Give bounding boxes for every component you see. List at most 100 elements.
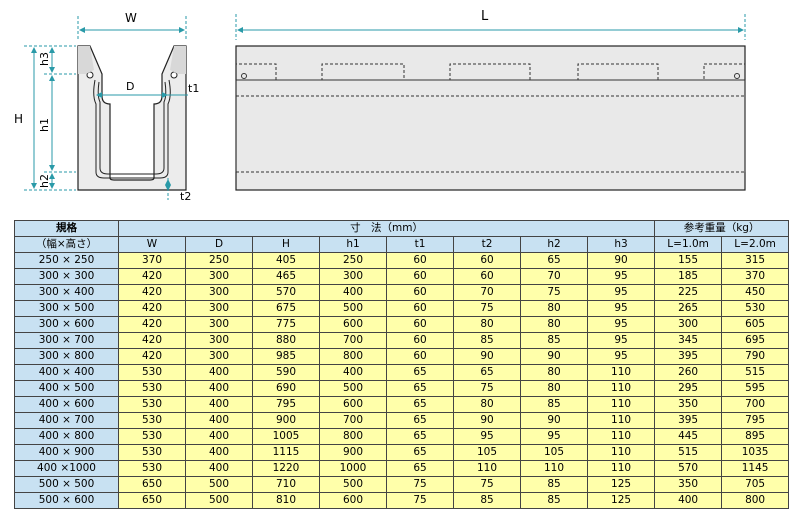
dimension-cell: 75 (453, 300, 521, 317)
dimension-cell: 80 (453, 316, 521, 333)
weight-cell: 350 (654, 476, 723, 493)
dimension-cell: 810 (252, 492, 320, 509)
weight-cell: 295 (654, 380, 723, 397)
column-header: W (118, 236, 186, 253)
dimension-cell: 85 (520, 332, 588, 349)
dimension-cell: 110 (586, 364, 656, 381)
dimension-cell: 75 (453, 476, 521, 493)
label-D: D (126, 80, 134, 93)
dimension-cell: 110 (586, 396, 656, 413)
weight-cell: 605 (721, 316, 790, 333)
spec-cell: 300 × 500 (14, 300, 119, 317)
dimension-cell: 370 (118, 252, 186, 269)
dimension-cell: 80 (520, 364, 588, 381)
weight-cell: 450 (721, 284, 790, 301)
spec-cell: 400 × 500 (14, 380, 119, 397)
dimension-cell: 85 (453, 492, 521, 509)
dimension-cell: 95 (586, 332, 656, 349)
label-t2: t2 (180, 190, 191, 203)
dimension-cell: 1000 (319, 460, 387, 477)
dimension-cell: 530 (118, 396, 186, 413)
dimension-cell: 570 (252, 284, 320, 301)
dimension-cell: 70 (520, 268, 588, 285)
dimension-cell: 710 (252, 476, 320, 493)
spec-cell: 400 × 900 (14, 444, 119, 461)
weight-cell: 530 (721, 300, 790, 317)
dimension-cell: 650 (118, 492, 186, 509)
dimension-cell: 900 (319, 444, 387, 461)
spec-header-sub: （幅×高さ） (14, 236, 119, 253)
dimension-cell: 985 (252, 348, 320, 365)
spec-cell: 500 × 500 (14, 476, 119, 493)
dimension-cell: 400 (185, 396, 253, 413)
weight-cell: 315 (721, 252, 790, 269)
weight-cell: 700 (721, 396, 790, 413)
dimension-cell: 880 (252, 332, 320, 349)
dimension-cell: 400 (319, 284, 387, 301)
dimension-cell: 420 (118, 332, 186, 349)
dimension-cell: 95 (586, 268, 656, 285)
spec-cell: 400 × 400 (14, 364, 119, 381)
dimension-cell: 300 (185, 268, 253, 285)
dimension-cell: 125 (586, 476, 656, 493)
dimension-cell: 530 (118, 460, 186, 477)
dimension-cell: 700 (319, 412, 387, 429)
dimension-cell: 90 (520, 412, 588, 429)
dimension-cell: 420 (118, 348, 186, 365)
weight-cell: 800 (721, 492, 790, 509)
dimension-cell: 300 (185, 332, 253, 349)
dimension-cell: 465 (252, 268, 320, 285)
column-header: t2 (453, 236, 521, 253)
weight-cell: 695 (721, 332, 790, 349)
dimension-cell: 60 (386, 348, 454, 365)
dimension-cell: 250 (319, 252, 387, 269)
label-W: W (125, 11, 137, 25)
dimension-cell: 80 (520, 380, 588, 397)
dimension-cell: 95 (453, 428, 521, 445)
dimension-cell: 500 (185, 492, 253, 509)
dimension-cell: 600 (319, 316, 387, 333)
weight-cell: 185 (654, 268, 723, 285)
column-header: t1 (386, 236, 454, 253)
dimension-cell: 85 (520, 476, 588, 493)
dimension-cell: 775 (252, 316, 320, 333)
dimension-cell: 95 (586, 348, 656, 365)
weight-cell: 795 (721, 412, 790, 429)
dimension-cell: 600 (319, 396, 387, 413)
spec-cell: 250 × 250 (14, 252, 119, 269)
label-h1: h1 (38, 118, 51, 132)
label-h2: h2 (38, 174, 51, 188)
dimension-cell: 65 (386, 412, 454, 429)
dimension-cell: 90 (453, 348, 521, 365)
weight-cell: 515 (654, 444, 723, 461)
spec-cell: 300 × 400 (14, 284, 119, 301)
column-header: h1 (319, 236, 387, 253)
weight-column-header: L=2.0m (721, 236, 790, 253)
dimension-cell: 400 (185, 444, 253, 461)
dimension-cell: 400 (319, 364, 387, 381)
dimension-cell: 530 (118, 380, 186, 397)
weight-cell: 570 (654, 460, 723, 477)
dimension-cell: 530 (118, 412, 186, 429)
weight-cell: 345 (654, 332, 723, 349)
dimension-cell: 95 (586, 316, 656, 333)
dimension-cell: 95 (586, 284, 656, 301)
dimension-cell: 110 (586, 380, 656, 397)
dimension-cell: 110 (586, 460, 656, 477)
dimension-cell: 95 (586, 300, 656, 317)
weight-cell: 260 (654, 364, 723, 381)
dimension-cell: 300 (185, 300, 253, 317)
column-header: h3 (586, 236, 656, 253)
dimension-cell: 110 (586, 444, 656, 461)
spec-cell: 300 × 700 (14, 332, 119, 349)
dimension-cell: 420 (118, 268, 186, 285)
dimension-cell: 90 (520, 348, 588, 365)
dimension-cell: 530 (118, 364, 186, 381)
dimension-cell: 690 (252, 380, 320, 397)
weight-cell: 595 (721, 380, 790, 397)
dimension-cell: 65 (386, 460, 454, 477)
